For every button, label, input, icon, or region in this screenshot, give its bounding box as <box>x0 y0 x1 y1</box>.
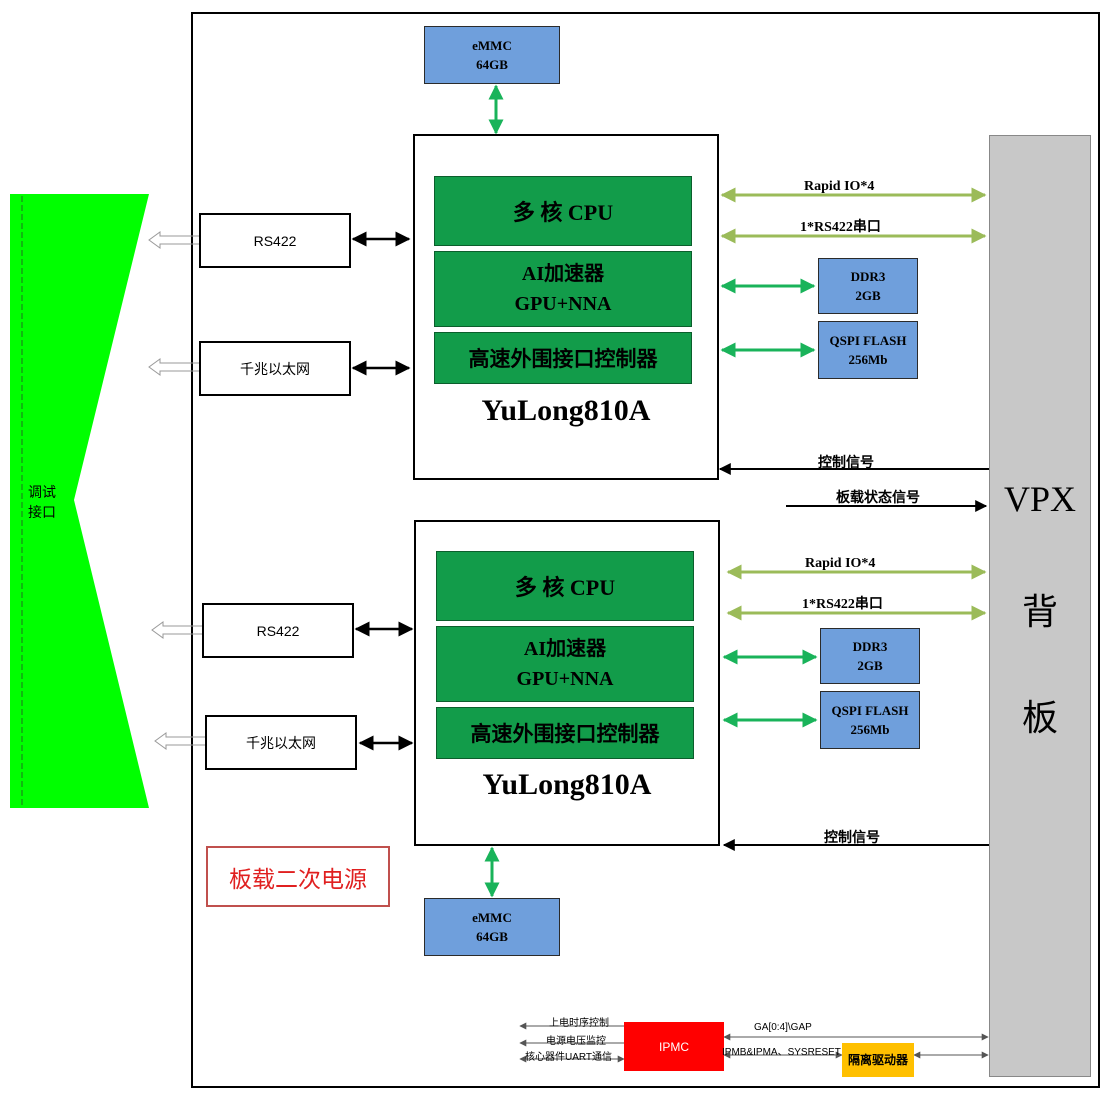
isolator-block: 隔离驱动器 <box>842 1043 914 1077</box>
soc-bottom-ai-accelerator: AI加速器 GPU+NNA <box>436 626 694 702</box>
board-status-label: 板载状态信号 <box>836 491 920 506</box>
sig-ipmb-label: IPMB&IPMA、SYSRESET <box>722 1047 841 1058</box>
debug-port-label-line2: 接口 <box>28 504 56 520</box>
hollow-arrows <box>148 231 205 750</box>
debug-port-label-line1: 调试 <box>28 484 56 500</box>
soc-top-ai-accelerator: AI加速器 GPU+NNA <box>434 251 692 327</box>
emmc-top: eMMC 64GB <box>424 26 560 84</box>
sig-power-seq-label: 上电时序控制 <box>549 1018 609 1029</box>
soc-bottom-ai-line1: AI加速器 <box>523 638 607 660</box>
ethernet-bottom: 千兆以太网 <box>205 715 357 770</box>
serial-bottom-label: 1*RS422串口 <box>802 597 883 612</box>
soc-bottom-periph-controller: 高速外围接口控制器 <box>436 707 694 759</box>
soc-top-name: YuLong810A <box>481 394 651 427</box>
soc-top-ai-line1: AI加速器 <box>521 263 605 285</box>
ctrl-signal-top-label: 控制信号 <box>818 456 874 471</box>
flash-top: QSPI FLASH 256Mb <box>818 321 918 379</box>
ctrl-signal-bottom-label: 控制信号 <box>824 831 880 846</box>
serial-top-label: 1*RS422串口 <box>800 220 881 235</box>
soc-top-periph-controller: 高速外围接口控制器 <box>434 332 692 384</box>
flash-bottom: QSPI FLASH 256Mb <box>820 691 920 749</box>
soc-bottom-ai-line2: GPU+NNA <box>516 668 614 690</box>
emmc-bottom: eMMC 64GB <box>424 898 560 956</box>
debug-port-shape <box>10 194 149 808</box>
rs422-bottom: RS422 <box>202 603 354 658</box>
ethernet-top: 千兆以太网 <box>199 341 351 396</box>
backplane-label-1: 背 <box>1021 592 1058 632</box>
rapidio-bottom-label: Rapid IO*4 <box>805 556 876 571</box>
rs422-top: RS422 <box>199 213 351 268</box>
soc-bottom-name: YuLong810A <box>482 768 652 801</box>
sig-ga-label: GA[0:4]\GAP <box>754 1022 812 1033</box>
ddr-top: DDR3 2GB <box>818 258 918 314</box>
soc-top-ai-line2: GPU+NNA <box>514 293 612 315</box>
ipmc-block: IPMC <box>624 1022 724 1071</box>
power-supply-block: 板载二次电源 <box>206 846 390 907</box>
vpx-label: VPX <box>1003 479 1077 519</box>
soc-top-cpu: 多 核 CPU <box>434 176 692 246</box>
vpx-backplane: VPX 背 板 <box>989 135 1091 1077</box>
ddr-bottom: DDR3 2GB <box>820 628 920 684</box>
rapidio-top-label: Rapid IO*4 <box>804 179 875 194</box>
board-outline <box>191 12 1100 1088</box>
soc-bottom-cpu: 多 核 CPU <box>436 551 694 621</box>
debug-port-label: 调试 接口 <box>28 482 56 522</box>
backplane-label-2: 板 <box>1021 698 1058 738</box>
sig-uart-label: 核心器件UART通信 <box>525 1052 613 1063</box>
sig-voltage-label: 电源电压监控 <box>546 1036 606 1047</box>
